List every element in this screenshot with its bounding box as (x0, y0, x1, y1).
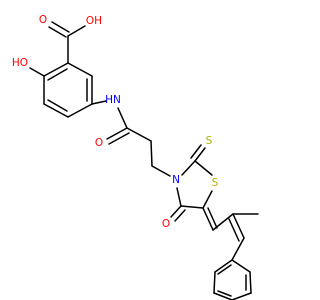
bond-cooh-o1 (48, 26, 67, 38)
bond-ring1-f-inner (47, 68, 68, 81)
bond-c5-c4 (180, 205, 204, 209)
bond-aryl-nh (91, 100, 107, 105)
bond-c5-ch2 (207, 207, 218, 229)
bond-ph-e (213, 271, 216, 294)
bonds (29, 21, 259, 300)
bond-ring1-a (67, 62, 93, 77)
atom-label-phenol-oh: HO (12, 57, 28, 69)
atom-labels: OH O HO HN O N S S O (12, 14, 219, 230)
atom-label-carboxyl-oh: OH (86, 15, 102, 27)
bond-ring1-f (43, 62, 69, 77)
bond-ch-cme (212, 213, 234, 231)
bond-co-o1 (106, 127, 128, 140)
bond-ph-b (249, 271, 252, 294)
atom-label-amide-nh: HN (105, 94, 121, 106)
bond-ph-f-inner (217, 290, 232, 297)
atom-label-carboxyl-o: O (39, 14, 47, 26)
bond-c2-s1 (194, 160, 213, 176)
atom-label-thione-s: S (206, 135, 213, 147)
bond-c2-s-thione1 (194, 147, 206, 162)
bond-c5-ch1 (202, 207, 214, 231)
bond-c4-o1 (170, 205, 182, 218)
bond-nh-co (117, 107, 128, 129)
bond-ch-ph (231, 237, 245, 261)
atom-label-amide-o: O (95, 137, 103, 149)
bond-cme-ch2 (228, 218, 240, 242)
bond-ring1-d-inner (47, 99, 68, 112)
bond-ph-d (214, 259, 233, 273)
chemical-structure-diagram: OH O HO HN O N S S O (12, 14, 259, 300)
bond-ph-d-inner (217, 264, 232, 275)
bond-ph-c (231, 292, 252, 300)
bond-ph-a (231, 259, 251, 273)
bond-phenol-o (29, 67, 45, 77)
bond-n-c2 (181, 160, 196, 176)
atom-label-ring-o: O (162, 218, 170, 230)
bond-cooh-o2 (51, 21, 70, 33)
bond-cme-ch1 (232, 213, 245, 239)
bond-c4-o2 (174, 209, 186, 222)
bond-ring1-d (43, 103, 69, 118)
bond-s1-c5 (202, 190, 213, 209)
bond-c2-s-thione2 (190, 144, 202, 159)
bond-ch2-n (151, 165, 171, 177)
bond-ch2-ch2 (150, 140, 153, 167)
atom-label-ring-s: S (212, 177, 219, 189)
atom-label-ring-n: N (172, 174, 180, 186)
bond-ring1-c (67, 103, 93, 118)
bond-c4-n (176, 187, 182, 207)
bond-co-o2 (108, 132, 130, 145)
bond-co-ch2 (126, 127, 152, 142)
bond-cooh-oh (67, 25, 86, 37)
bond-ph-f (213, 292, 233, 300)
